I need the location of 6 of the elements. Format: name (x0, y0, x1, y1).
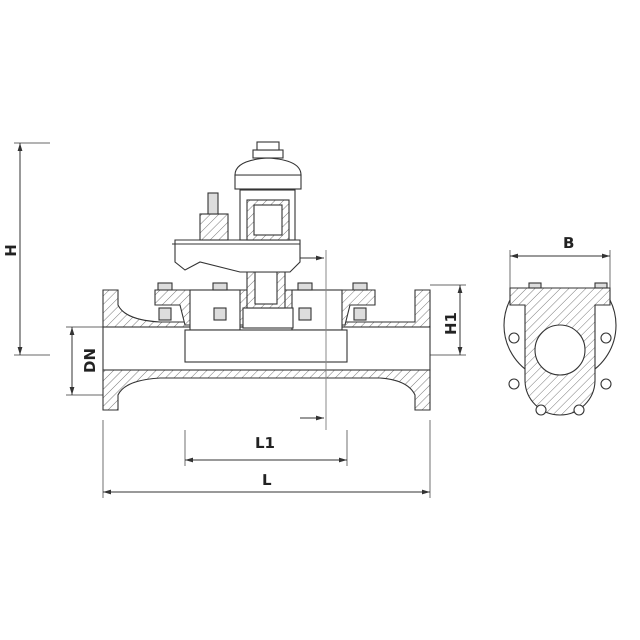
dimension-label: H (4, 244, 19, 257)
dimension-label: DN (83, 348, 98, 373)
dimension-label: L1 (255, 436, 275, 451)
dimension-label: H1 (444, 312, 459, 335)
dimension-label: L (262, 473, 272, 488)
dimension-label: B (563, 236, 574, 251)
